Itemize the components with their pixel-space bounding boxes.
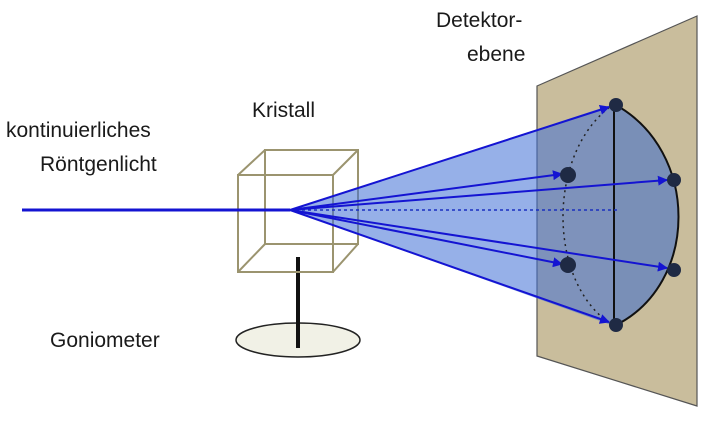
spot-lower-back (560, 257, 576, 273)
reflection-spots (560, 98, 681, 332)
detector-label-line1: Detektor- (436, 9, 523, 32)
diffracted-rays (289, 105, 668, 324)
cone-base-back-arc (562, 103, 615, 327)
ray-bottom (289, 209, 610, 324)
ray-upper-front (289, 175, 668, 211)
ray-lower-front (289, 209, 668, 272)
spot-bottom (609, 318, 623, 332)
ray-top (289, 105, 610, 211)
spot-upper-back (560, 167, 576, 183)
goniometer-label: Goniometer (50, 329, 160, 352)
source-label-line1: kontinuierliches (6, 119, 151, 142)
crystal-cube (237, 149, 359, 273)
spot-upper-front (667, 173, 681, 187)
spot-lower-front (667, 263, 681, 277)
source-label-line2: Röntgenlicht (40, 153, 157, 176)
ray-lower-back (289, 209, 563, 268)
diffraction-cone (290, 104, 614, 326)
ray-upper-back (289, 170, 563, 211)
crystal-label: Kristall (252, 99, 316, 122)
spot-top (609, 98, 623, 112)
detector-label-line2: ebene (467, 43, 526, 66)
